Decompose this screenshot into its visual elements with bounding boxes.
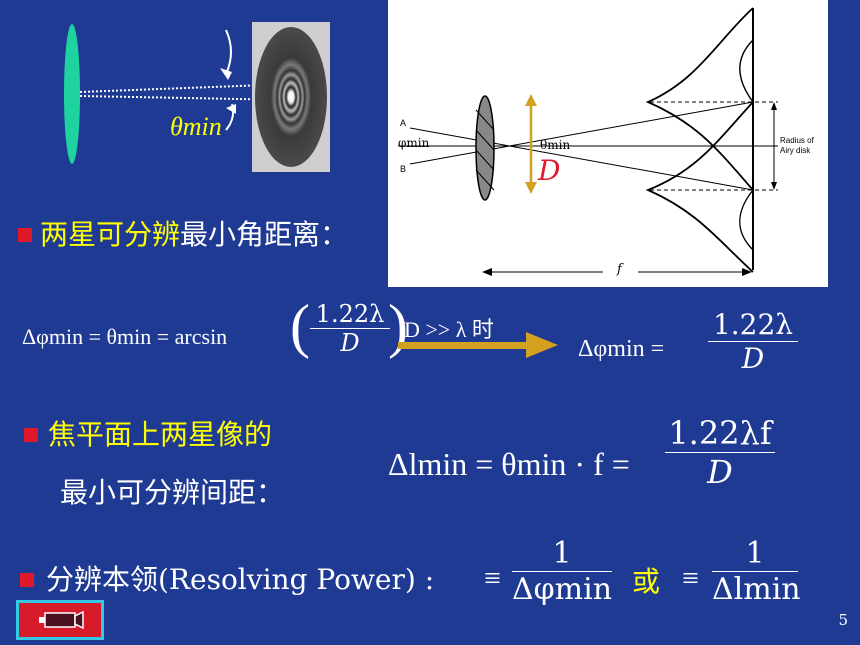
- bullet-1: [18, 228, 32, 242]
- equiv-b: ≡: [682, 562, 699, 595]
- equation-1-rhs-lhs: Δφmin =: [578, 336, 665, 362]
- eq1-denominator: D: [340, 329, 360, 357]
- eq2-denominator: D: [707, 453, 733, 491]
- bullet-2-text: 焦平面上两星像的: [48, 418, 273, 451]
- eq1-numerator: 1.22λ: [315, 300, 385, 328]
- equiv-a: ≡: [484, 562, 501, 595]
- equation-3-fraction-b: 1 Δlmin: [712, 536, 801, 607]
- equation-1-rhs-fraction: 1.22λ D: [708, 308, 798, 375]
- phi-min-label: φmin: [398, 136, 430, 150]
- eq2-numerator: 1.22λf: [668, 414, 772, 452]
- eq3a-numerator: 1: [552, 536, 572, 571]
- nav-movie-button[interactable]: [16, 600, 104, 640]
- eq3a-denominator: Δφmin: [512, 572, 613, 607]
- condition-arrow: [398, 332, 558, 358]
- airy-curve-lower: [645, 101, 754, 273]
- eq3b-denominator: Δlmin: [712, 572, 801, 607]
- equation-2-lhs: Δlmin = θmin · f =: [388, 446, 630, 482]
- airy-radius-label-2: Airy disk: [780, 146, 811, 155]
- equation-1-fraction: 1.22λ D: [310, 300, 390, 357]
- camera-icon: [39, 610, 84, 630]
- bullet-1-rest: 最小角距离：: [180, 218, 349, 251]
- equation-1-lhs: Δφmin = θmin = arcsin: [22, 324, 228, 349]
- bullet-2: [24, 428, 38, 442]
- focal-length-label: f: [617, 262, 622, 277]
- eq1-rhs-numerator: 1.22λ: [712, 308, 794, 341]
- lens-diameter-label: D: [538, 154, 561, 187]
- page-number: 5: [838, 611, 848, 629]
- eq3b-fraction-bar: [712, 571, 798, 572]
- condition-text: D >> λ 时: [404, 317, 494, 342]
- airy-disk-image: [255, 27, 327, 167]
- resolution-diagram: A φmin B θmin D Radius of Airy disk f: [388, 0, 828, 287]
- bullet-1-highlight: 两星可分辨: [40, 218, 181, 251]
- diagram-theta-min-label: θmin: [540, 138, 571, 152]
- paren-left: (: [290, 293, 310, 359]
- or-text: 或: [632, 567, 661, 598]
- bullet-3-text: 分辨本领(Resolving Power) :: [46, 563, 435, 596]
- bullet-1-text: 两星可分辨最小角距离：: [40, 218, 348, 252]
- equation-3-fraction-a: 1 Δφmin: [512, 536, 612, 607]
- eq1-rhs-fraction-bar: [708, 341, 798, 342]
- bullet-3: [20, 573, 34, 587]
- theta-min-text: θmin: [170, 112, 222, 141]
- equation-2-fraction: 1.22λf D: [665, 414, 775, 491]
- green-lens: [64, 24, 80, 164]
- point-b-label: B: [400, 164, 407, 174]
- airy-curve-upper: [645, 7, 754, 191]
- hatched-lens: [475, 95, 495, 201]
- eq3b-numerator: 1: [745, 536, 765, 571]
- eq1-fraction-bar: [310, 328, 390, 329]
- airy-radius-label-1: Radius of: [780, 136, 814, 145]
- bullet-2-subtext: 最小可分辨间距：: [60, 476, 285, 509]
- eq3a-fraction-bar: [512, 571, 612, 572]
- eq1-rhs-denominator: D: [741, 342, 765, 375]
- theta-min-label: θmin: [170, 112, 222, 142]
- airy-pattern-illustration: [64, 22, 330, 172]
- eq2-fraction-bar: [665, 452, 775, 453]
- point-a-label: A: [400, 118, 407, 128]
